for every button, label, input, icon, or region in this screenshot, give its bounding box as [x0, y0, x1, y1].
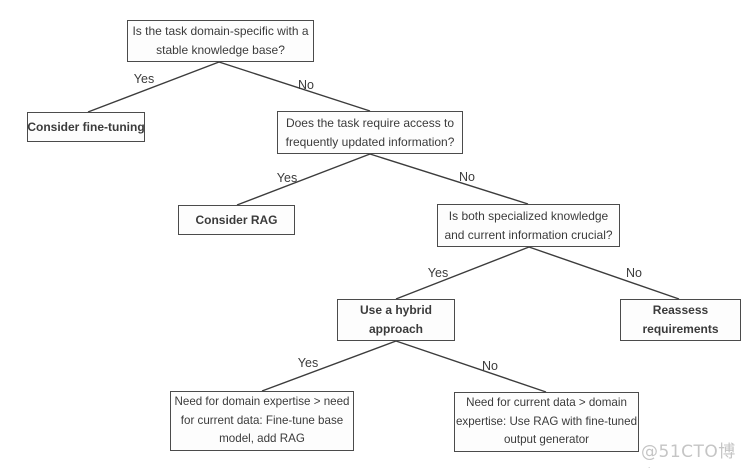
edge-label-root-yes: Yes	[133, 72, 155, 86]
edge-crucial-no	[528, 246, 680, 300]
edge-updated-no	[369, 153, 529, 205]
edge-hybrid-yes	[261, 340, 397, 392]
node-consider-rag: Consider RAG	[178, 205, 295, 235]
edge-label-root-no: No	[298, 78, 314, 92]
edge-hybrid-no	[395, 340, 547, 393]
edge-label-hybrid-no: No	[482, 359, 498, 373]
node-consider-fine-tuning: Consider fine-tuning	[27, 112, 145, 142]
edge-label-crucial-no: No	[626, 266, 642, 280]
node-updated-info-question: Does the task require access to frequent…	[277, 111, 463, 154]
node-rag-fine-tuned-generator: Need for current data > domain expertise…	[454, 392, 639, 452]
edge-root-no	[218, 61, 371, 112]
edge-root-yes	[87, 61, 220, 113]
edge-label-hybrid-yes: Yes	[297, 356, 319, 370]
watermark-51cto: @51CTO博客	[641, 442, 736, 468]
edge-crucial-yes	[395, 246, 530, 300]
node-fine-tune-plus-rag: Need for domain expertise > need for cur…	[170, 391, 354, 451]
node-both-crucial-question: Is both specialized knowledge and curren…	[437, 204, 620, 247]
node-hybrid-approach: Use a hybrid approach	[337, 299, 455, 341]
edge-label-updated-no: No	[459, 170, 475, 184]
edge-label-updated-yes: Yes	[276, 171, 298, 185]
edge-label-crucial-yes: Yes	[427, 266, 449, 280]
edge-updated-yes	[236, 153, 371, 206]
node-root-question: Is the task domain-specific with a stabl…	[127, 20, 314, 62]
node-reassess-requirements: Reassess requirements	[620, 299, 741, 341]
